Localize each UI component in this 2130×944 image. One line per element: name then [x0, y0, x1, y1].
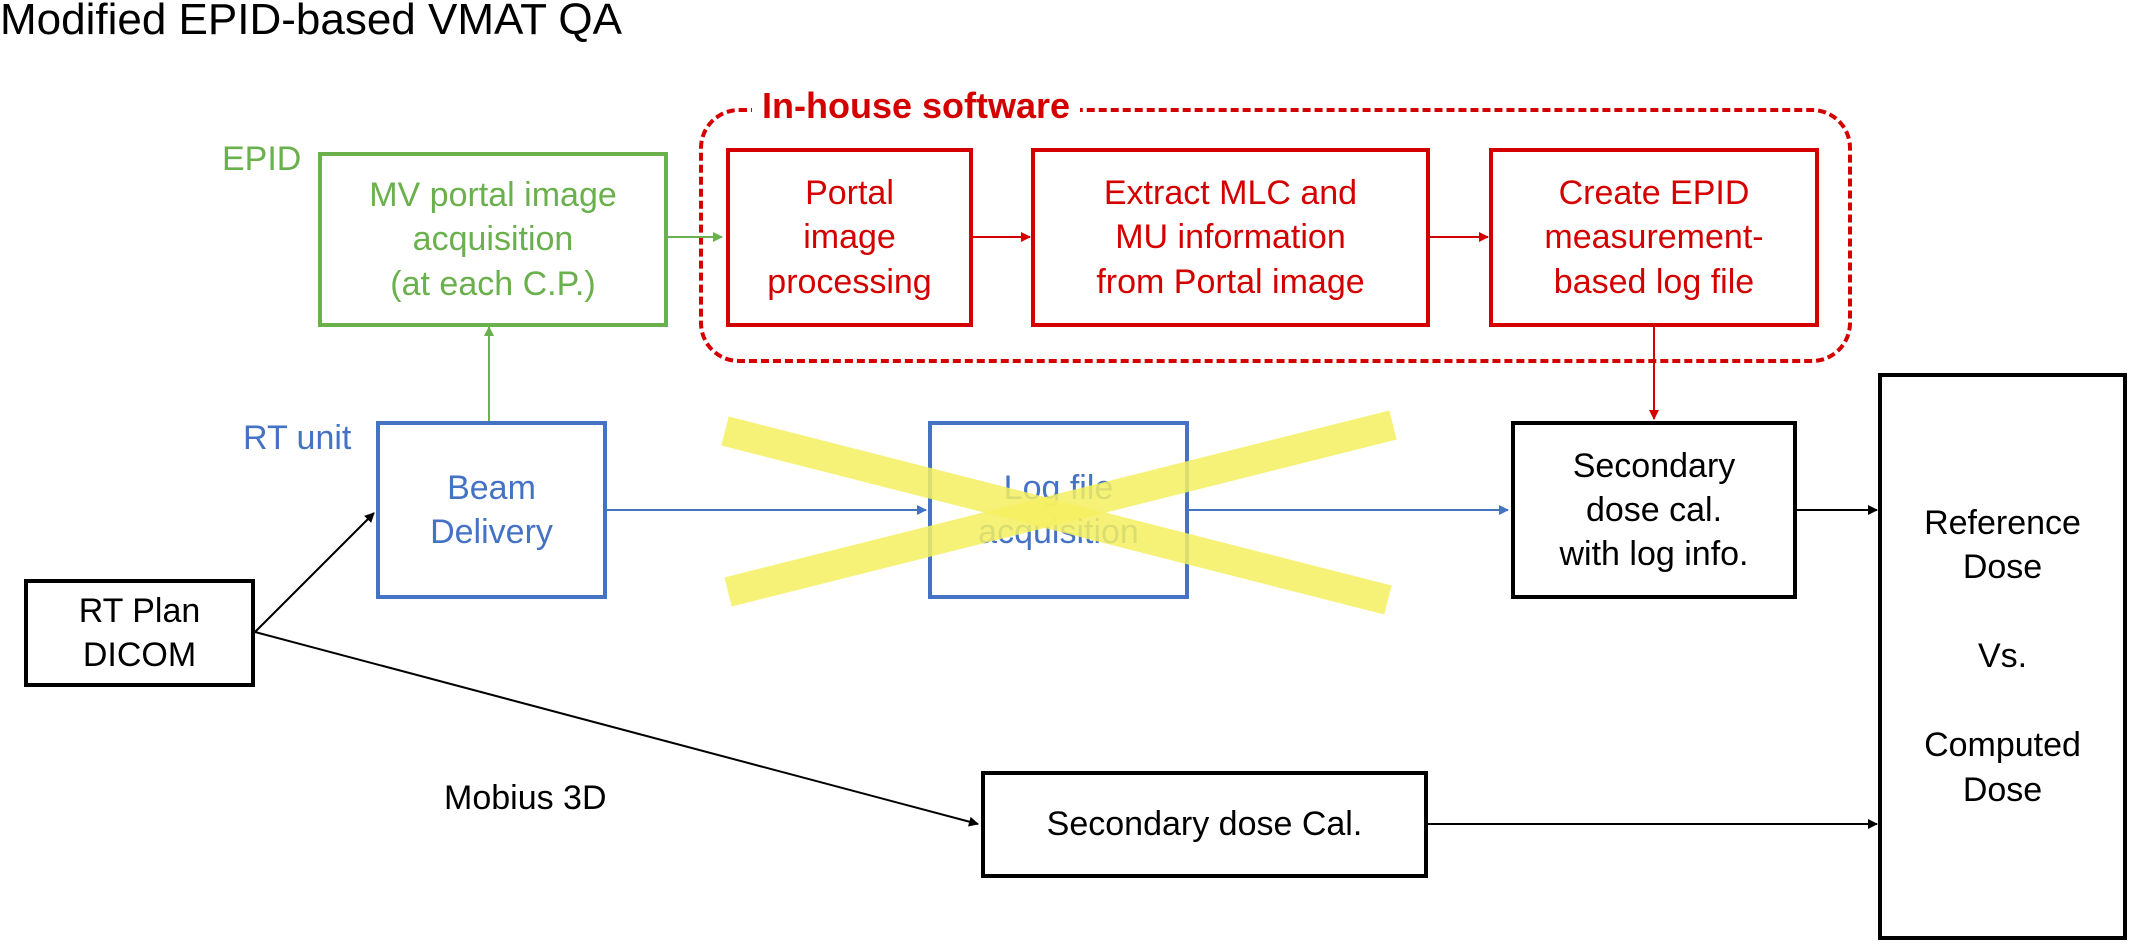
rt-unit-label: RT unit — [243, 419, 352, 457]
secondary-dose-log-box: Secondary dose cal. with log info. — [1511, 421, 1797, 599]
secondary-dose-calc-box: Secondary dose Cal. — [981, 771, 1428, 878]
diagram-title: Modified EPID-based VMAT QA — [0, 0, 622, 44]
portal-image-processing-box: Portal image processing — [726, 148, 973, 327]
create-epid-log-box: Create EPID measurement- based log file — [1489, 148, 1819, 327]
dose-comparison-box: Reference Dose Vs. Computed Dose — [1878, 373, 2127, 940]
log-file-acquisition-box: Log file acquisition — [928, 421, 1189, 599]
in-house-software-label: In-house software — [752, 88, 1081, 124]
mobius-3d-label: Mobius 3D — [444, 779, 607, 817]
arrow-plan-to-beam — [254, 512, 375, 633]
mv-portal-acquisition-box: MV portal image acquisition (at each C.P… — [318, 152, 668, 327]
extract-mlc-mu-box: Extract MLC and MU information from Port… — [1031, 148, 1430, 327]
arrow-plan-to-secondary-dose — [254, 631, 979, 827]
beam-delivery-box: Beam Delivery — [376, 421, 607, 599]
epid-label: EPID — [222, 140, 302, 178]
in-house-software-region — [699, 108, 1852, 363]
rt-plan-dicom-box: RT Plan DICOM — [24, 579, 255, 687]
